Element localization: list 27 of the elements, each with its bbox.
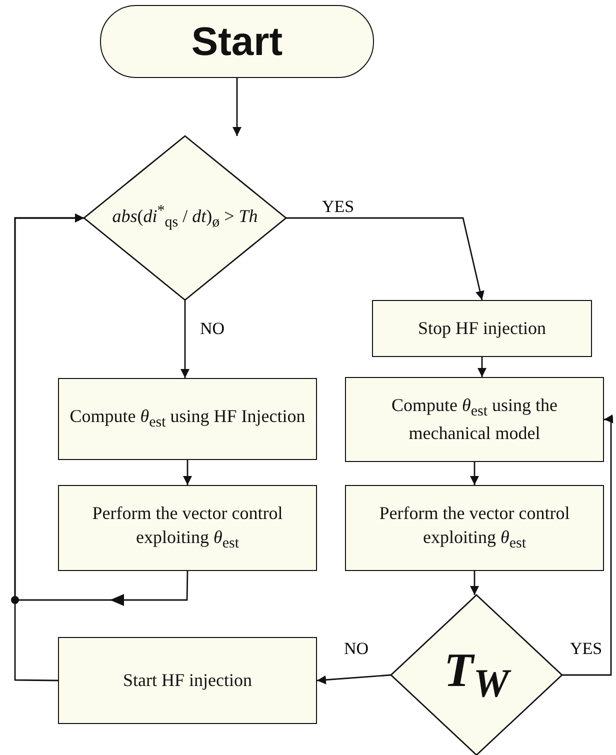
step-text: Stop HF injection bbox=[416, 316, 547, 340]
arrow bbox=[562, 414, 614, 676]
step-text: Perform the vector control exploiting θ$_{est}$ bbox=[91, 502, 284, 554]
process-box bbox=[345, 377, 604, 462]
arrow bbox=[470, 462, 479, 485]
arrow bbox=[470, 571, 479, 595]
process-box bbox=[345, 485, 604, 571]
arrow bbox=[14, 214, 84, 682]
step-text: Start bbox=[190, 18, 284, 66]
step-text: Start HF injection bbox=[122, 668, 253, 692]
arrow bbox=[183, 460, 192, 485]
condition-text: abs(di$^{*}$$_{qs}$ / dt)$_{ø}$ > Th bbox=[111, 202, 259, 234]
process-box bbox=[58, 485, 317, 571]
arrow bbox=[286, 217, 484, 300]
arrow bbox=[478, 357, 486, 377]
decision-diamond bbox=[391, 595, 562, 755]
step-text: Compute θ$_{est}$ using the mechanical model bbox=[390, 394, 558, 445]
condition-text: T$_{W}$ bbox=[440, 640, 513, 710]
step-text: Perform the vector control exploiting θ$_{est}$ bbox=[378, 502, 571, 554]
arrow bbox=[180, 300, 190, 378]
process-box bbox=[372, 300, 592, 357]
process-box bbox=[58, 637, 317, 724]
decision-diamond bbox=[84, 136, 286, 300]
arrow bbox=[232, 78, 242, 136]
step-text: Compute θ$_{est}$ using HF Injection bbox=[68, 404, 306, 433]
process-box bbox=[58, 378, 317, 460]
arrow bbox=[316, 674, 392, 684]
